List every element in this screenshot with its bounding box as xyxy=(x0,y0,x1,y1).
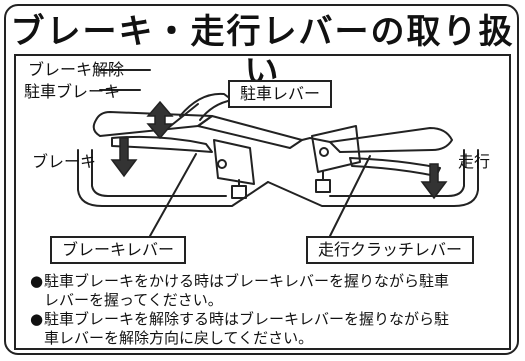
brake-down-arrow xyxy=(110,137,138,178)
leader-brake-lever xyxy=(149,153,197,237)
bullet-icon: ● xyxy=(30,272,44,290)
note-item: ●駐車ブレーキをかける時はブレーキレバーを握りながら駐車 レバーを握ってください… xyxy=(30,272,500,310)
left-brake-lever xyxy=(111,135,213,153)
left-frame-inner xyxy=(91,149,227,197)
left-bolt xyxy=(217,159,227,169)
bullet-icon: ● xyxy=(30,310,44,328)
label-brake-release: ブレーキ解除 xyxy=(28,60,125,79)
leader-clutch-lever xyxy=(329,155,371,237)
right-frame-inner xyxy=(329,149,465,197)
diagram-panel xyxy=(14,54,511,350)
left-grip xyxy=(92,111,213,137)
note-line: 車レバーを解除方向に戻してください。 xyxy=(44,329,314,347)
label-brake: ブレーキ xyxy=(32,152,97,171)
note-line: 駐車ブレーキをかける時はブレーキレバーを握りながら駐車 xyxy=(44,272,450,290)
label-travel: 走行 xyxy=(458,152,491,171)
label-parking-brake: 駐車ブレーキ xyxy=(24,82,121,101)
travel-down-arrow xyxy=(420,163,448,200)
right-housing xyxy=(311,125,361,173)
outer-frame xyxy=(4,4,519,355)
label-parking-lever: 駐車レバー xyxy=(228,80,333,108)
parking-updown-arrow xyxy=(146,100,174,140)
note-line: 駐車ブレーキを解除する時はブレーキレバーを握りながら駐 xyxy=(44,310,450,328)
right-nut xyxy=(315,179,331,193)
right-grip xyxy=(329,127,453,153)
left-housing xyxy=(213,139,255,185)
note-item: ●駐車ブレーキを解除する時はブレーキレバーを握りながら駐 車レバーを解除方向に戻… xyxy=(30,310,500,348)
right-bolt xyxy=(319,147,329,157)
left-frame-outline xyxy=(77,149,269,207)
label-brake-lever: ブレーキレバー xyxy=(50,236,187,264)
handlebar-right xyxy=(301,137,331,143)
note-line: レバーを握ってください。 xyxy=(44,291,223,309)
label-travel-clutch-lever: 走行クラッチレバー xyxy=(306,236,475,264)
left-nut xyxy=(231,185,247,199)
notes: ●駐車ブレーキをかける時はブレーキレバーを握りながら駐車 レバーを握ってください… xyxy=(30,272,500,348)
right-frame-outline xyxy=(267,149,479,207)
leader-parking-lever xyxy=(167,103,199,129)
